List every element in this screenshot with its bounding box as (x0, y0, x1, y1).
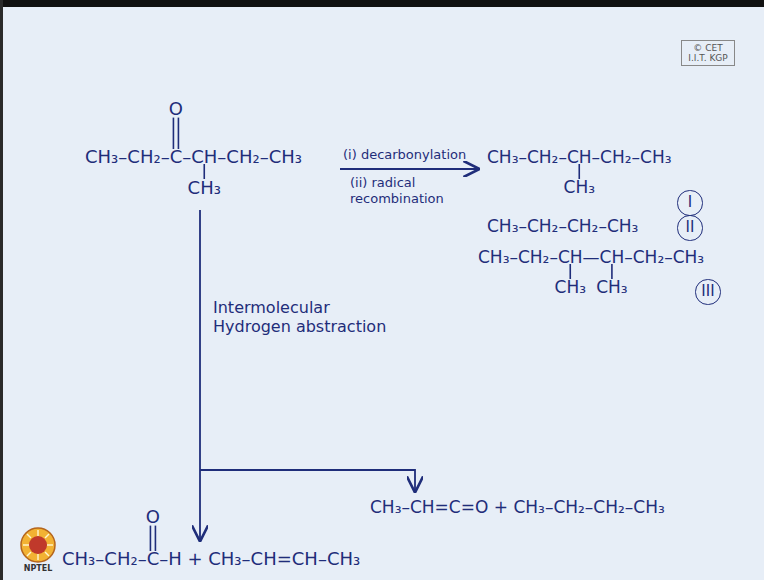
formula: CH₃–CH₂–C–CH–CH₂–CH₃ (85, 146, 302, 168)
circled-number: I (677, 190, 702, 215)
left-frame (0, 0, 3, 580)
atom-label: O (146, 506, 160, 528)
logo-text: NPTEL (24, 564, 53, 574)
formula: CH₃–CH₂–CH–CH₂–CH₃ (487, 147, 672, 167)
number-text: I (688, 194, 692, 211)
top-frame (0, 0, 764, 7)
bond-line (155, 526, 157, 551)
atom-label: O (169, 98, 183, 120)
reaction-arrow (200, 470, 415, 491)
nptel-logo (21, 528, 55, 562)
copyright-text: © CET I.I.T. KGP (685, 43, 731, 64)
formula: CH₃–CH₂–C–H + CH₃–CH=CH–CH₃ (62, 548, 360, 570)
branch-group: CH₃ (555, 277, 586, 297)
number-text: III (701, 283, 714, 300)
bond-line (178, 118, 180, 149)
circled-number: III (695, 279, 720, 304)
formula: CH₃–CH₂–CH₂–CH₃ (487, 216, 638, 236)
branch-group: CH₃ (564, 177, 595, 197)
number-text: II (686, 219, 695, 236)
bond-line (150, 526, 152, 551)
branch-group: CH₃ (596, 277, 627, 297)
condition-label: (ii) radical recombination (350, 175, 475, 206)
condition-label: (i) decarbonylation (343, 147, 466, 163)
circled-number: II (677, 215, 702, 240)
condition-label: Intermolecular Hydrogen abstraction (213, 298, 403, 336)
formula: CH₃–CH=C=O + CH₃–CH₂–CH₂–CH₃ (370, 497, 665, 517)
bond-line (173, 118, 175, 149)
branch-group: CH₃ (188, 177, 221, 199)
formula: CH₃–CH₂–CH—CH–CH₂–CH₃ (478, 247, 704, 267)
copyright-box: © CET I.I.T. KGP (681, 40, 735, 67)
reaction-arrow (199, 210, 201, 540)
reaction-arrow (340, 168, 478, 170)
